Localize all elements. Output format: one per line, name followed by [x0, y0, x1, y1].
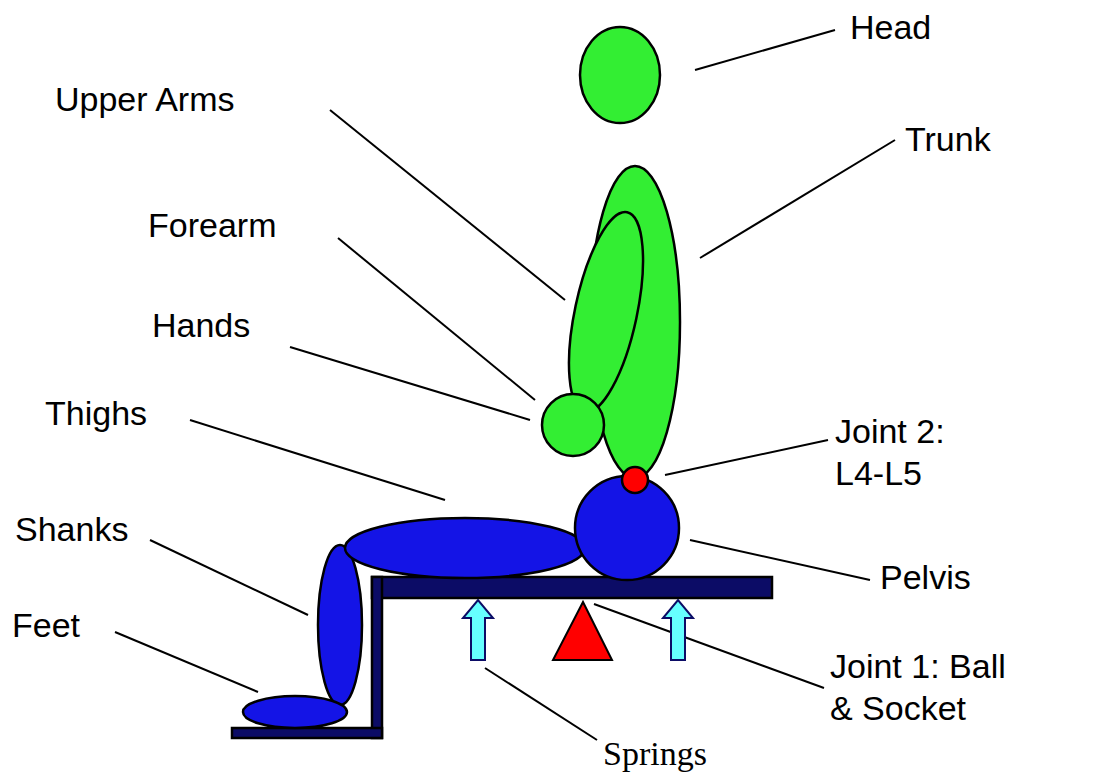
part-label: Joint 1: Ball & Socket [830, 645, 1035, 729]
body-segments [232, 27, 772, 738]
part-label: Springs [603, 733, 707, 775]
part-label: Forearm [148, 204, 276, 246]
part-label: Thighs [45, 392, 147, 434]
part-label: Trunk [905, 118, 991, 160]
part-label: Joint 2: L4-L5 [835, 410, 985, 494]
part-label: Shanks [15, 508, 128, 550]
part-label: Hands [152, 304, 250, 346]
part-label: Feet [12, 604, 80, 646]
part-label: Head [850, 6, 931, 48]
part-label: Upper Arms [55, 78, 235, 120]
part-label: Pelvis [880, 556, 971, 598]
leader-lines [115, 30, 895, 740]
